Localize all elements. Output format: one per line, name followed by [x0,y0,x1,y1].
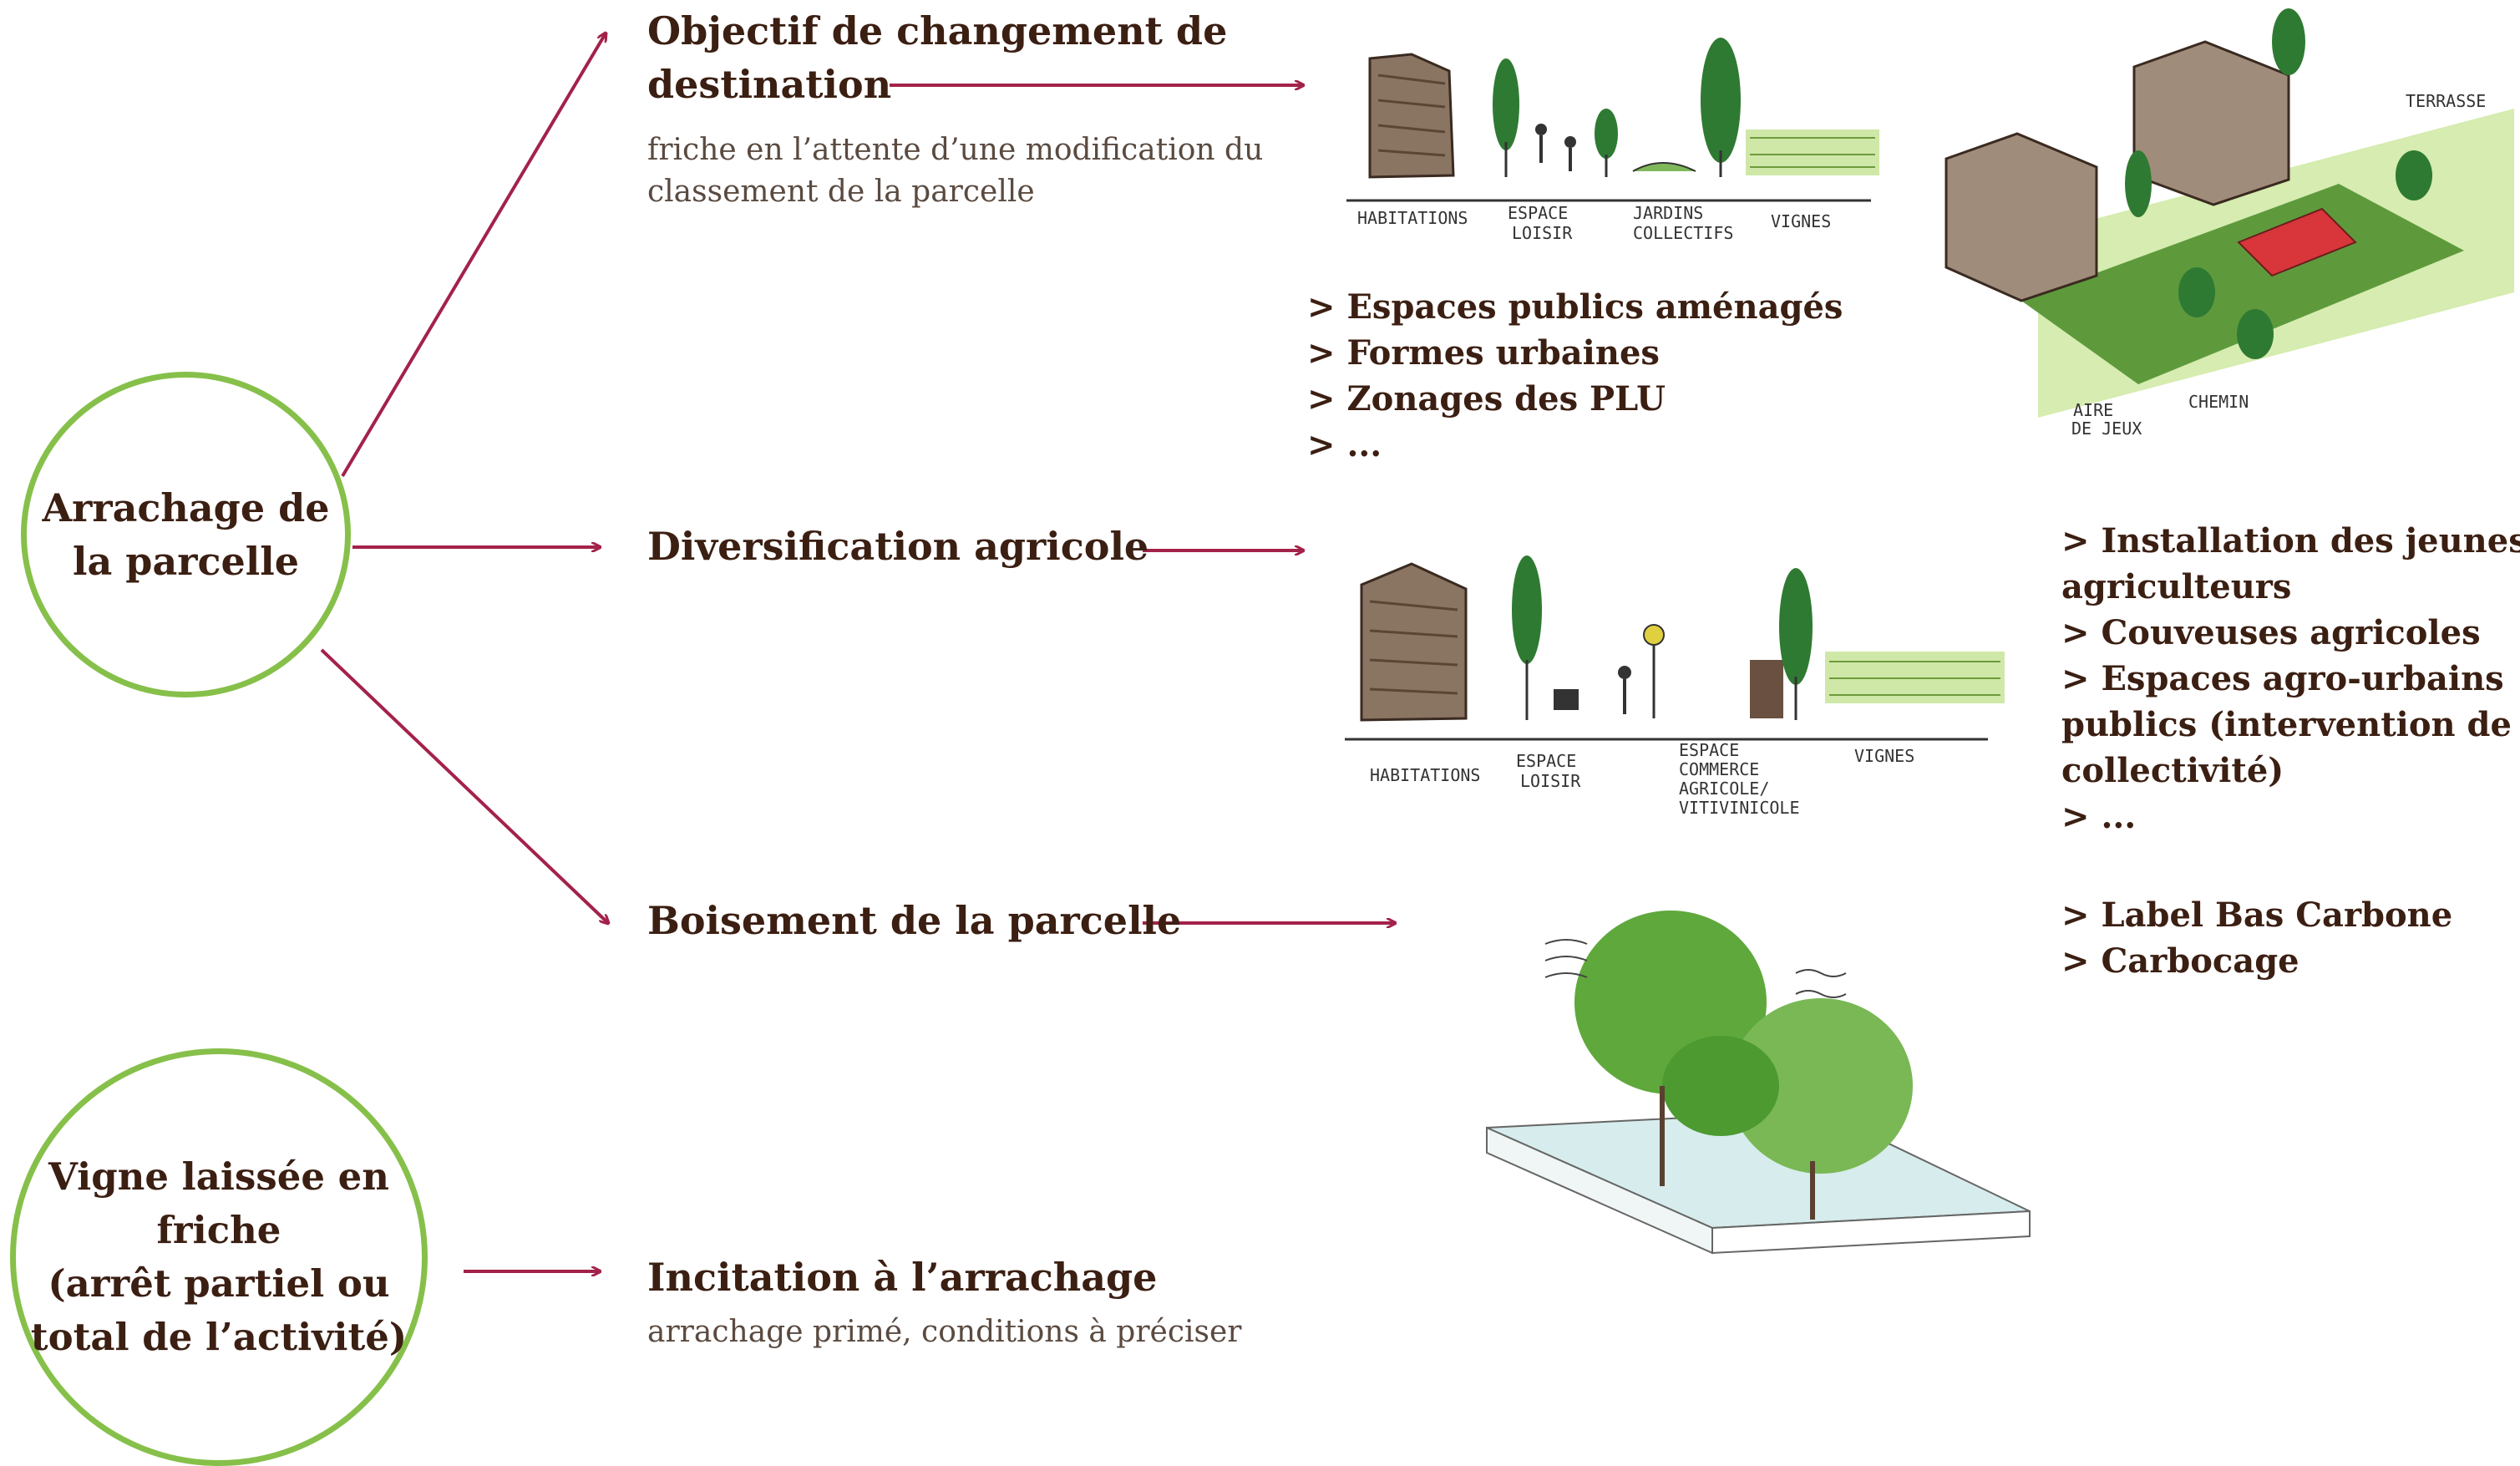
svg-text:DE JEUX: DE JEUX [2071,418,2142,439]
svg-text:LOISIR: LOISIR [1520,771,1581,791]
node-vigne: Vigne laissée en friche (arrêt partiel o… [10,1048,428,1466]
boisement-title: Boisement de la parcelle [647,898,1182,943]
arrow-to-objectif [341,33,606,478]
objectif-title-line2: destination [647,62,892,107]
svg-text:VIGNES: VIGNES [1854,746,1914,766]
svg-text:VITIVINICOLE: VITIVINICOLE [1679,798,1800,818]
svg-text:CHEMIN: CHEMIN [2188,392,2249,412]
incitation-subtitle: arrachage primé, conditions à préciser [647,1315,1242,1349]
svg-text:AGRICOLE/: AGRICOLE/ [1679,779,1769,799]
svg-text:ESPACE: ESPACE [1516,751,1576,771]
node-arrachage-label: Arrachage de la parcelle [42,485,330,584]
forest-block-sketch [1486,911,2031,1255]
svg-text:ESPACE: ESPACE [1508,203,1568,223]
svg-text:JARDINS: JARDINS [1633,203,1703,223]
objectif-bullets: > Espaces publics aménagés > Formes urba… [1307,284,1843,468]
list-item: > Installation des jeunes [2061,521,2520,561]
svg-text:VIGNES: VIGNES [1771,211,1831,231]
list-item: > Couveuses agricoles [2061,613,2481,652]
axonometric-sketch: TERRASSE AIRE DE JEUX CHEMIN [1945,8,2514,439]
node-arrachage: Arrachage de la parcelle [21,372,351,697]
street-section-sketch-1: HABITATIONS ESPACE LOISIR JARDINS COLLEC… [1346,38,1879,243]
svg-text:COMMERCE: COMMERCE [1679,759,1759,779]
node-vigne-label: Vigne laissée en friche (arrêt partiel o… [30,1154,408,1359]
list-item: > Carbocage [2061,941,2299,981]
list-item: agriculteurs [2061,567,2292,606]
list-item: > Espaces publics aménagés [1307,287,1843,327]
list-item: > ... [2061,797,2137,836]
svg-text:LOISIR: LOISIR [1512,223,1573,243]
svg-text:HABITATIONS: HABITATIONS [1370,765,1480,785]
svg-text:COLLECTIFS: COLLECTIFS [1633,223,1733,243]
list-item: > Label Bas Carbone [2061,895,2453,935]
list-item: > Espaces agro-urbains [2061,659,2504,698]
boisement-bullets: > Label Bas Carbone > Carbocage [2061,892,2452,984]
arrow-to-boisement [320,648,608,923]
list-item: publics (intervention de la [2061,705,2520,744]
svg-text:ESPACE: ESPACE [1679,740,1739,760]
list-item: > Formes urbaines [1307,333,1660,373]
svg-text:AIRE: AIRE [2073,400,2113,420]
incitation-title: Incitation à l’arrachage [647,1255,1158,1300]
svg-text:HABITATIONS: HABITATIONS [1357,208,1468,228]
diversification-bullets: > Installation des jeunes agriculteurs >… [2061,518,2520,840]
list-item: > ... [1307,425,1382,464]
svg-text:TERRASSE: TERRASSE [2406,91,2486,111]
list-item: > Zonages des PLU [1307,379,1666,418]
list-item: collectivité) [2061,751,2284,790]
street-section-sketch-2: HABITATIONS ESPACE LOISIR ESPACE COMMERC… [1345,555,2005,818]
diversification-title: Diversification agricole [647,524,1149,569]
objectif-subtitle: friche en l’attente d’une modification d… [647,133,1264,209]
objectif-title-line1: Objectif de changement de [647,8,1228,53]
